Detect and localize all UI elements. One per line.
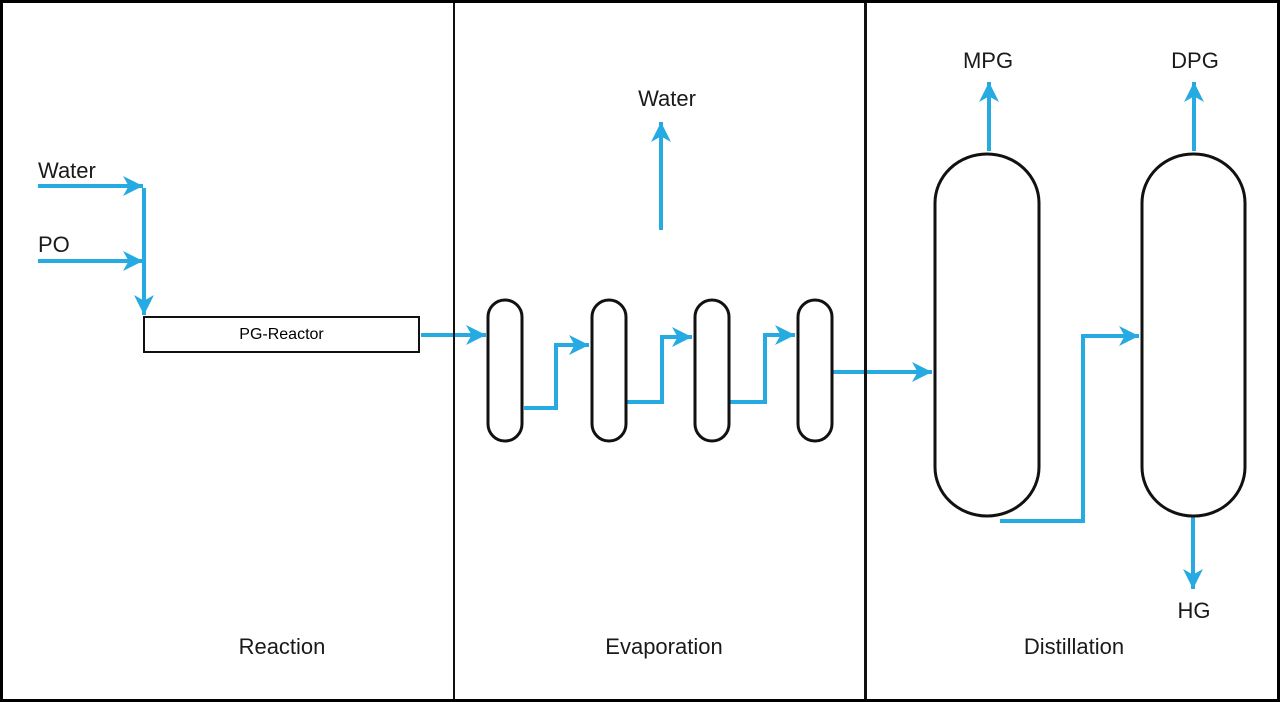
divider-reaction-evaporation bbox=[453, 3, 455, 699]
water-feed-label: Water bbox=[38, 158, 96, 183]
evaporator-3 bbox=[693, 298, 731, 443]
pg-reactor-label: PG-Reactor bbox=[239, 325, 324, 343]
stream-column1-bottoms-to-column2-line bbox=[1000, 326, 1139, 523]
dpg-product-label: DPG bbox=[1171, 48, 1219, 73]
divider-evaporation-distillation bbox=[864, 3, 867, 699]
hg-product-label: HG bbox=[1177, 598, 1211, 623]
stream-evap3-to-evap4-line bbox=[730, 325, 795, 404]
evaporator-2 bbox=[590, 298, 628, 443]
distillation-column-2 bbox=[1140, 152, 1247, 518]
section-label-distillation: Distillation bbox=[1023, 634, 1125, 659]
section-label-reaction: Reaction bbox=[238, 634, 326, 659]
water-vapor-label: Water bbox=[638, 86, 696, 111]
po-feed-label: PO bbox=[38, 232, 70, 257]
stream-evap1-to-evap2-line bbox=[524, 335, 589, 410]
distillation-column-1 bbox=[933, 152, 1041, 518]
flow-graphics-layer bbox=[38, 82, 1247, 589]
evaporator-1 bbox=[486, 298, 524, 443]
section-label-evaporation: Evaporation bbox=[605, 634, 723, 659]
stream-evap2-to-evap3-line bbox=[626, 327, 692, 404]
pg-reactor: PG-Reactor bbox=[143, 316, 420, 353]
evaporator-4 bbox=[796, 298, 834, 443]
mpg-product-label: MPG bbox=[962, 48, 1014, 73]
